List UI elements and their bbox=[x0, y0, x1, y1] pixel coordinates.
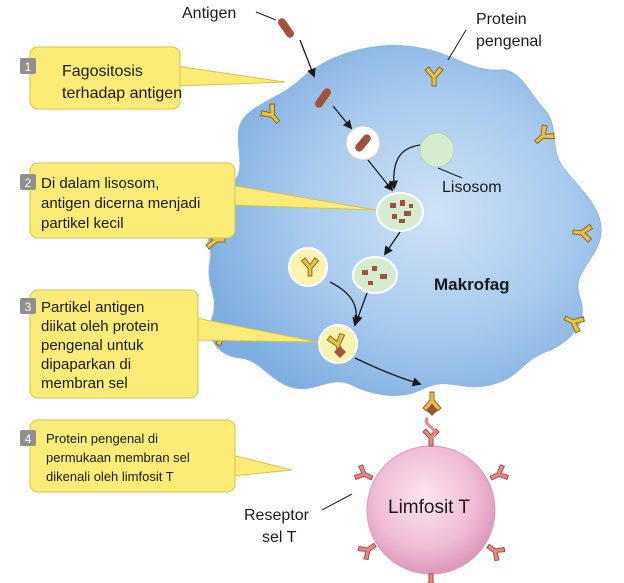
step-text-line: terhadap antigen bbox=[62, 85, 182, 102]
phagolysosome-2 bbox=[352, 256, 398, 294]
reseptor-label-line1: Reseptor bbox=[244, 507, 310, 524]
limfosit-t-label: Limfosit T bbox=[388, 497, 470, 518]
callout-step-4: 4 Protein pengenal di permukaan membran … bbox=[20, 419, 293, 493]
t-cell-receptor-icon bbox=[422, 573, 440, 583]
step-number: 2 bbox=[25, 176, 32, 190]
step-text-line: Protein pengenal di bbox=[46, 431, 158, 446]
reseptor-label-line2: sel T bbox=[262, 529, 297, 546]
process-arrows bbox=[299, 39, 422, 387]
step-text-line: permukaan membran sel bbox=[46, 450, 190, 465]
step-text-line: diikat oleh protein bbox=[41, 318, 159, 335]
presented-antigen-icon bbox=[426, 404, 438, 416]
protein-pengenal-label-line1: Protein bbox=[476, 11, 527, 28]
t-cell-receptor-icon bbox=[352, 463, 376, 486]
step-text-line: Partikel antigen bbox=[41, 299, 144, 316]
t-cell-receptor-icon bbox=[482, 538, 508, 563]
bound-antigen-icon bbox=[334, 346, 346, 358]
lysosome bbox=[419, 132, 455, 168]
callout-step-3: 3 Partikel antigen diikat oleh protein p… bbox=[20, 289, 319, 399]
antigen-label: Antigen bbox=[182, 5, 236, 22]
step-text-line: partikel kecil bbox=[41, 215, 124, 232]
step-text-line: Fagositosis bbox=[62, 63, 143, 80]
step-text-line: antigen dicerna menjadi bbox=[41, 195, 200, 212]
t-cell-receptor-icon bbox=[487, 463, 511, 486]
phagolysosome-1 bbox=[376, 192, 424, 232]
callout-step-1: 1 Fagositosis terhadap antigen bbox=[20, 46, 286, 110]
antigen-fragments-icon bbox=[390, 200, 413, 223]
tcr-binding-link bbox=[424, 416, 436, 440]
label-leader-lines bbox=[255, 11, 467, 511]
step-number: 3 bbox=[25, 300, 32, 314]
step-number: 4 bbox=[25, 432, 32, 446]
step-number: 1 bbox=[25, 60, 32, 74]
step-text-line: membran sel bbox=[41, 375, 128, 392]
antigen-icon bbox=[277, 18, 295, 38]
step-text-line: dipaparkan di bbox=[41, 356, 131, 373]
step-text-line: dikenali oleh limfosit T bbox=[46, 469, 174, 484]
step-text-line: Di dalam lisosom, bbox=[41, 175, 159, 192]
step-text-line: pengenal untuk bbox=[41, 337, 144, 354]
makrofag-label: Makrofag bbox=[434, 275, 510, 294]
antigen-fragments-icon bbox=[362, 266, 387, 285]
protein-pengenal-label-line2: pengenal bbox=[476, 33, 542, 50]
phagosome-antigen-icon bbox=[355, 134, 371, 152]
lisosom-label: Lisosom bbox=[442, 179, 502, 196]
callout-step-2: 2 Di dalam lisosom, antigen dicerna menj… bbox=[20, 162, 377, 239]
antigen-entering-icon bbox=[314, 88, 332, 108]
t-cell-receptor-icon bbox=[422, 428, 440, 447]
